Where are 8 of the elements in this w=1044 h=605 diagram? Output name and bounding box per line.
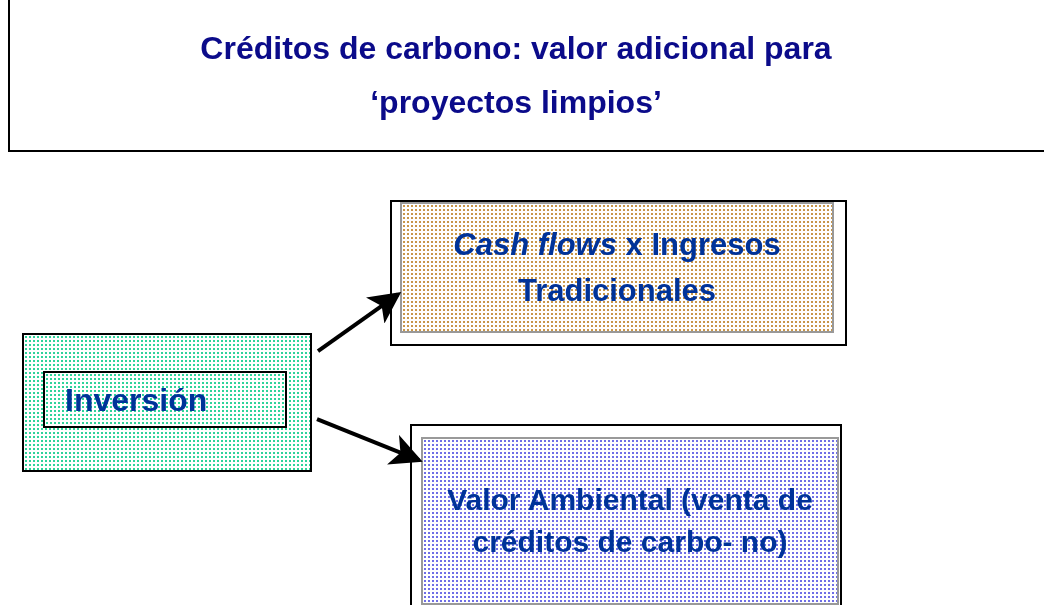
frame-box [22,333,312,472]
node-label: Inversión [65,380,208,420]
arrow [316,417,423,465]
process-box [43,371,287,428]
node-label: Valor Ambiental (venta de créditos de carbo- no) [446,482,814,560]
title: Créditos de carbono: valor adicional para ‘proyectos limpios’ [199,29,833,122]
node-label: Cash flows x Ingresos Tradicionales [452,225,782,310]
arrow [316,292,402,353]
